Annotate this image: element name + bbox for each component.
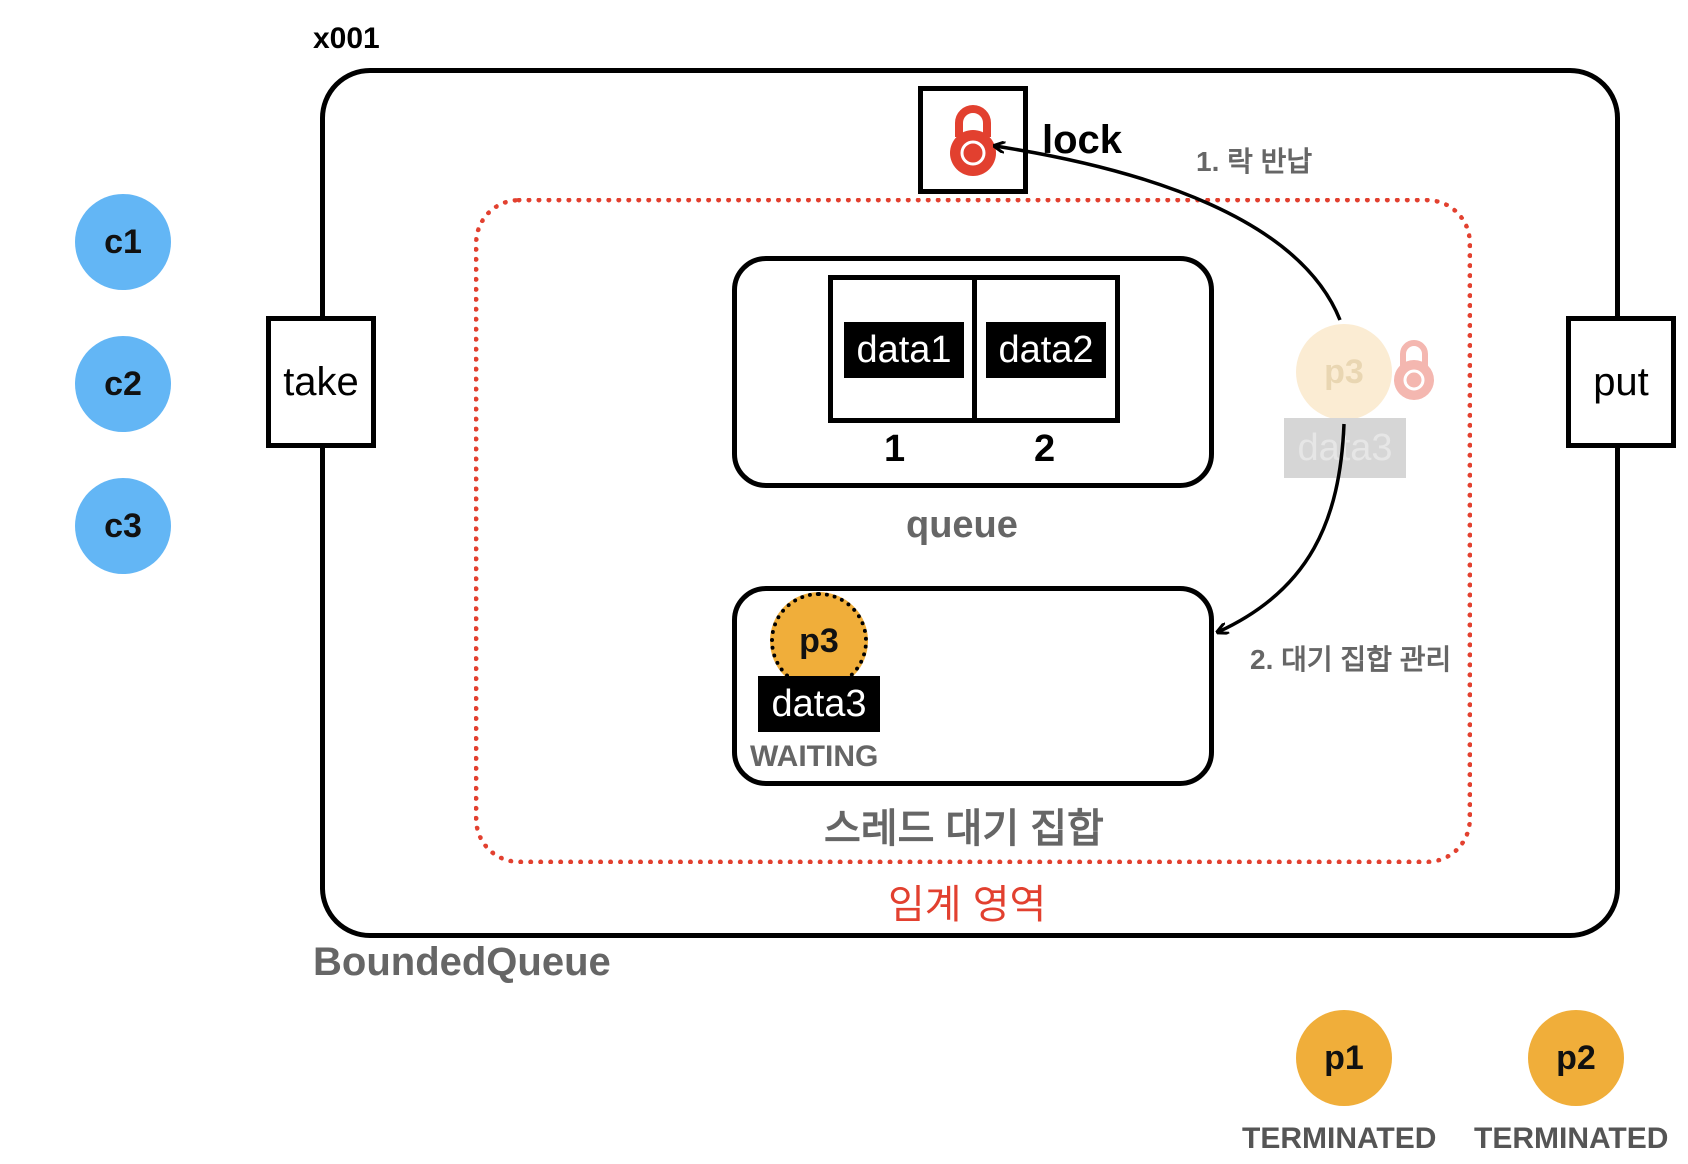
critical-section-label: 임계 영역 [888, 883, 1047, 927]
object-id: x001 [313, 22, 380, 55]
consumer-c1: c1 [75, 194, 171, 290]
consumer-c3: c3 [75, 478, 171, 574]
waiting-data: data3 [758, 676, 880, 732]
queue-index-1: 1 [884, 428, 906, 470]
queue-index-2: 2 [1034, 428, 1056, 470]
waiting-state: WAITING [750, 740, 879, 773]
ghost-lock-icon [1394, 340, 1434, 400]
put-port: put [1566, 316, 1676, 448]
producer-p2-state: TERMINATED [1474, 1122, 1669, 1155]
bounded-queue-label: BoundedQueue [313, 940, 611, 984]
producer-p1: p1 [1296, 1010, 1392, 1106]
consumer-c2: c2 [75, 336, 171, 432]
step1-label: 1. 락 반납 [1196, 146, 1313, 177]
queue-divider [972, 275, 977, 423]
wait-set-label: 스레드 대기 집합 [824, 807, 1104, 851]
step2-label: 2. 대기 집합 관리 [1250, 644, 1452, 675]
ghost-thread-p3: p3 [1296, 324, 1392, 420]
producer-p1-state: TERMINATED [1242, 1122, 1437, 1155]
queue-slot-1: data1 [844, 322, 964, 378]
arrow-wait-set [1218, 423, 1346, 632]
producer-p2: p2 [1528, 1010, 1624, 1106]
lock-label: lock [1042, 118, 1123, 162]
bounded-queue-box [320, 68, 1620, 938]
critical-section-box [474, 198, 1472, 864]
lock-icon [950, 105, 996, 176]
take-port: take [266, 316, 376, 448]
waiting-thread-p3: p3 [770, 592, 868, 690]
queue-slot-2: data2 [986, 322, 1106, 378]
lock-box [918, 86, 1028, 194]
queue-label: queue [906, 504, 1018, 546]
arrow-release-lock [995, 146, 1342, 321]
